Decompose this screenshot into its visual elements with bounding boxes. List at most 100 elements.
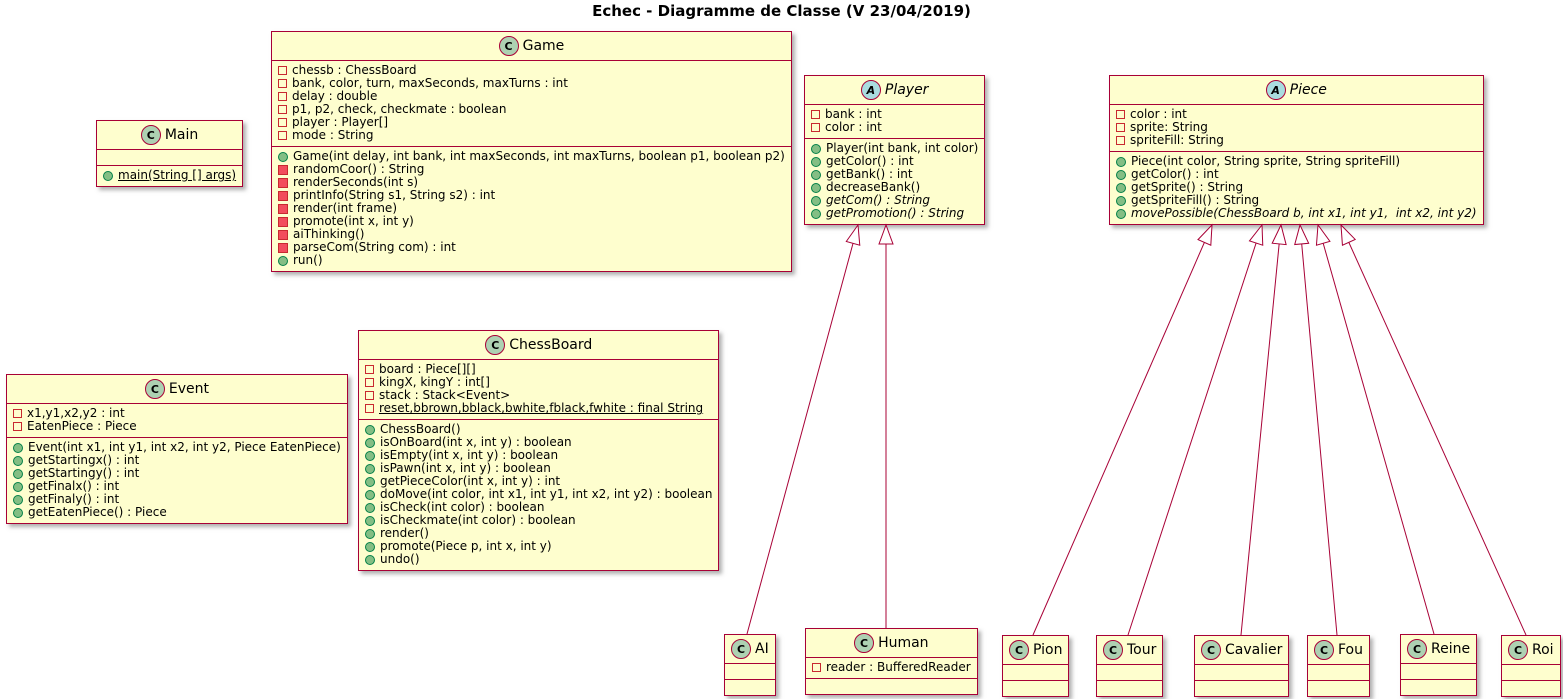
method-row: renderSeconds(int s) xyxy=(278,176,785,189)
class-box-roi: C Roi xyxy=(1501,635,1561,697)
private-field-icon xyxy=(278,66,287,75)
private-field-icon xyxy=(365,404,374,413)
private-field-icon xyxy=(365,378,374,387)
method-row: parseCom(String com) : int xyxy=(278,241,785,254)
method-text: isCheckmate(int color) : boolean xyxy=(380,513,576,527)
method-text: undo() xyxy=(380,552,420,566)
method-text: promote(int x, int y) xyxy=(293,214,414,228)
method-row: main(String [] args) xyxy=(103,169,236,182)
attribute-row: reader : BufferedReader xyxy=(812,661,971,674)
public-method-icon xyxy=(1116,156,1126,167)
method-row: render(int frame) xyxy=(278,202,785,215)
class-reine-attributes xyxy=(1401,664,1476,679)
class-name: Cavalier xyxy=(1225,642,1283,658)
class-ai-header: C AI xyxy=(725,635,775,664)
public-method-icon xyxy=(811,195,821,206)
class-human-attributes: reader : BufferedReader xyxy=(806,658,977,678)
private-field-icon xyxy=(1116,123,1125,132)
method-row: getColor() : int xyxy=(1116,168,1477,181)
method-row: movePossible(ChessBoard b, int x1, int y… xyxy=(1116,207,1477,220)
attribute-row: bank : int xyxy=(811,108,978,121)
class-ai-methods xyxy=(725,679,775,695)
class-box-tour: C Tour xyxy=(1096,635,1164,697)
class-icon: C xyxy=(1314,640,1334,660)
method-row: render() xyxy=(365,527,712,540)
attribute-row: p1, p2, check, checkmate : boolean xyxy=(278,103,785,116)
class-icon: C xyxy=(854,633,875,653)
method-text: getBank() : int xyxy=(826,167,913,181)
private-field-icon xyxy=(278,105,287,114)
public-method-icon xyxy=(365,450,375,461)
class-name: Reine xyxy=(1431,641,1471,657)
class-cavalier-attributes xyxy=(1195,665,1288,680)
class-fou-attributes xyxy=(1308,665,1369,680)
class-chessboard-attributes: board : Piece[][] kingX, kingY : int[] s… xyxy=(359,360,718,419)
private-field-icon xyxy=(811,123,820,132)
private-method-icon xyxy=(278,190,288,201)
class-icon: C xyxy=(1009,640,1029,660)
method-row: getPieceColor(int x, int y) : int xyxy=(365,475,712,488)
method-text: movePossible(ChessBoard b, int x1, int y… xyxy=(1131,206,1477,220)
inheritance-arrow-fou-piece xyxy=(1294,223,1338,636)
attribute-text: board : Piece[][] xyxy=(379,362,476,376)
public-method-icon xyxy=(365,437,375,448)
class-cavalier-methods xyxy=(1195,680,1289,696)
class-icon: C xyxy=(1103,640,1123,660)
public-method-icon xyxy=(13,468,23,479)
class-name: ChessBoard xyxy=(509,337,593,353)
diagram-title: Echec - Diagramme de Classe (V 23/04/201… xyxy=(592,2,971,20)
private-method-icon xyxy=(278,164,288,175)
class-roi-header: C Roi xyxy=(1502,636,1560,665)
attribute-text: bank, color, turn, maxSeconds, maxTurns … xyxy=(292,76,568,90)
method-text: getSpriteFill() : String xyxy=(1131,193,1260,207)
class-tour-methods xyxy=(1097,680,1163,696)
attribute-text: color : int xyxy=(1130,107,1187,121)
attribute-text: mode : String xyxy=(292,128,374,142)
method-text: getPromotion() : String xyxy=(826,206,965,220)
method-row: getSpriteFill() : String xyxy=(1116,194,1477,207)
method-row: run() xyxy=(278,254,785,267)
class-tour-header: C Tour xyxy=(1097,636,1163,665)
method-row: Event(int x1, int y1, int x2, int y2, Pi… xyxy=(13,441,341,454)
public-method-icon xyxy=(365,515,375,526)
method-text: getEatenPiece() : Piece xyxy=(28,505,167,519)
public-method-icon xyxy=(365,554,375,565)
method-row: Player(int bank, int color) xyxy=(811,142,978,155)
class-roi-methods xyxy=(1502,680,1560,696)
class-chessboard-header: C ChessBoard xyxy=(359,331,719,360)
method-row: isOnBoard(int x, int y) : boolean xyxy=(365,436,712,449)
class-reine-header: C Reine xyxy=(1401,635,1477,664)
public-method-icon xyxy=(811,208,821,219)
method-row: getFinaly() : int xyxy=(13,493,341,506)
inheritance-arrow-roi-piece xyxy=(1340,223,1527,636)
public-method-icon xyxy=(365,541,375,552)
class-name: Game xyxy=(522,38,565,54)
class-main-attributes xyxy=(97,150,242,165)
method-text: ChessBoard() xyxy=(380,422,461,436)
public-method-icon xyxy=(365,424,375,435)
inheritance-arrow-tour-piece xyxy=(1127,223,1264,636)
attribute-row: chessb : ChessBoard xyxy=(278,64,785,77)
class-box-piece: A Piece color : int sprite: String sprit… xyxy=(1109,75,1484,225)
method-text: isOnBoard(int x, int y) : boolean xyxy=(380,435,572,449)
public-method-icon xyxy=(811,156,821,167)
class-ai-attributes xyxy=(725,664,775,679)
public-method-icon xyxy=(1116,182,1126,193)
method-text: render(int frame) xyxy=(293,201,397,215)
class-player-header: A Player xyxy=(805,76,985,105)
private-method-icon xyxy=(278,229,288,240)
method-row: ChessBoard() xyxy=(365,423,712,436)
public-method-icon xyxy=(13,442,23,453)
method-row: isCheckmate(int color) : boolean xyxy=(365,514,712,527)
class-event-methods: Event(int x1, int y1, int x2, int y2, Pi… xyxy=(7,437,347,523)
method-text: renderSeconds(int s) xyxy=(293,175,419,189)
public-method-icon xyxy=(811,143,821,154)
method-row: isEmpty(int x, int y) : boolean xyxy=(365,449,712,462)
attribute-text: EatenPiece : Piece xyxy=(27,419,137,433)
attribute-text: spriteFill: String xyxy=(1130,133,1224,147)
attribute-row: x1,y1,x2,y2 : int xyxy=(13,407,341,420)
method-text: getStartingx() : int xyxy=(28,453,140,467)
attribute-text: x1,y1,x2,y2 : int xyxy=(27,406,125,420)
inheritance-arrow-cavalier-piece xyxy=(1240,223,1287,636)
